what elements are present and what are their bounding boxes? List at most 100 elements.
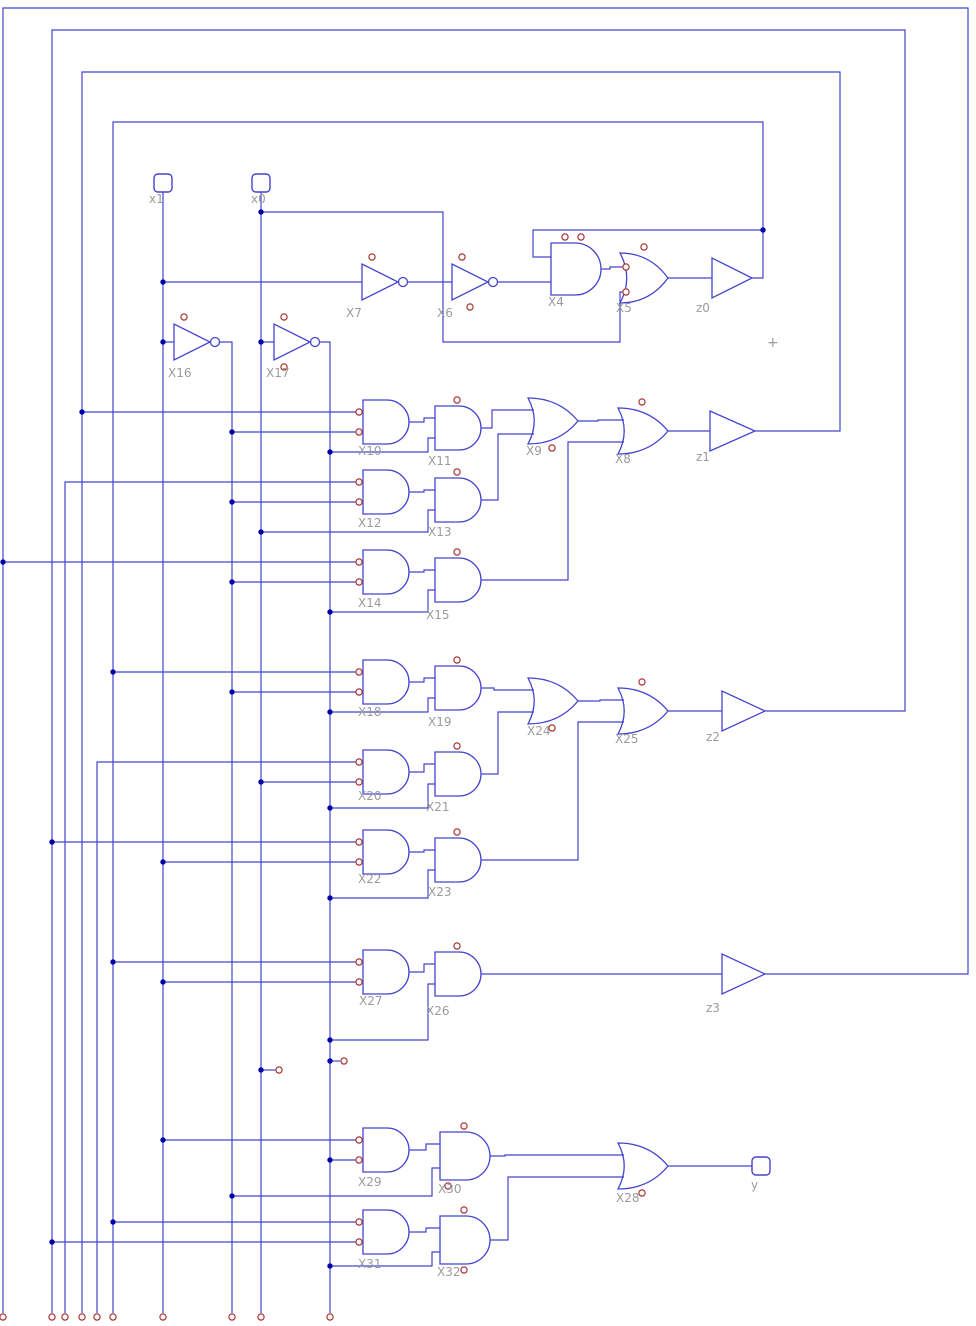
junction-dot: [160, 979, 166, 985]
label-x27: X27: [359, 994, 383, 1008]
open-terminal-icon: [340, 1057, 348, 1065]
gate-x27[interactable]: [362, 949, 410, 995]
gate-x30[interactable]: [439, 1131, 491, 1181]
gate-x5[interactable]: [618, 252, 669, 304]
junction-dot: [258, 779, 264, 785]
gate-x21[interactable]: [434, 751, 482, 797]
junction-dot: [258, 529, 264, 535]
wire: [96, 761, 363, 1313]
pin-bubble-icon: [577, 233, 585, 241]
wire: [112, 121, 764, 1313]
pin-bubble-icon: [638, 678, 646, 686]
gate-x19[interactable]: [434, 665, 482, 711]
pin-bubble-icon: [460, 1206, 468, 1214]
gate-x29[interactable]: [362, 1127, 410, 1173]
output-buffer-z0[interactable]: [711, 256, 754, 300]
open-terminal-icon: [109, 1313, 117, 1321]
gate-x25[interactable]: [616, 687, 669, 735]
wire: [330, 697, 435, 713]
junction-dot: [258, 1067, 264, 1073]
invert-bubble-icon: [309, 336, 321, 348]
gate-x28[interactable]: [616, 1142, 669, 1190]
gate-x31[interactable]: [362, 1209, 410, 1255]
pin-bubble-icon: [355, 1218, 363, 1226]
open-terminal-icon: [48, 1313, 56, 1321]
label-x6: X6: [437, 306, 453, 320]
wire: [490, 1154, 624, 1157]
label-x4: X4: [548, 295, 564, 309]
gate-x6[interactable]: [451, 262, 490, 302]
junction-dot: [110, 1219, 116, 1225]
pin-bubble-icon: [355, 428, 363, 436]
pin-bubble-icon: [280, 363, 288, 371]
gate-x10[interactable]: [362, 399, 410, 445]
open-terminal-icon: [275, 1066, 283, 1074]
junction-dot: [229, 579, 235, 585]
label-x18: X18: [358, 705, 382, 719]
junction-dot: [327, 1263, 333, 1269]
label-z0: z0: [696, 301, 710, 315]
wire: [330, 589, 435, 613]
pin-bubble-icon: [180, 313, 188, 321]
label-x5: X5: [616, 301, 632, 315]
gate-x17[interactable]: [273, 322, 312, 362]
gate-x14[interactable]: [362, 549, 410, 595]
gate-x24[interactable]: [526, 677, 579, 725]
junction-dot: [327, 709, 333, 715]
pin-bubble-icon: [355, 668, 363, 676]
label-x29: X29: [358, 1175, 382, 1189]
input-pin-x1[interactable]: [153, 173, 173, 193]
junction-dot: [327, 1058, 333, 1064]
gate-x11[interactable]: [434, 405, 482, 451]
label-x24: X24: [527, 724, 551, 738]
gate-x4[interactable]: [550, 242, 602, 296]
junction-dot: [49, 839, 55, 845]
wire: [409, 763, 435, 773]
open-terminal-icon: [228, 1313, 236, 1321]
wire: [532, 229, 763, 258]
label-x31: X31: [358, 1257, 382, 1271]
gate-x32[interactable]: [439, 1215, 491, 1265]
gate-x9[interactable]: [526, 397, 579, 445]
label-x23: X23: [428, 885, 452, 899]
junction-dot: [160, 859, 166, 865]
gate-x13[interactable]: [434, 477, 482, 523]
gate-x12[interactable]: [362, 469, 410, 515]
label-z3: z3: [706, 1001, 720, 1015]
gate-x26[interactable]: [434, 951, 482, 997]
pin-bubble-icon: [466, 303, 474, 311]
gate-x20[interactable]: [362, 749, 410, 795]
junction-dot: [760, 227, 766, 233]
gate-x8[interactable]: [616, 407, 669, 455]
pin-bubble-icon: [368, 253, 376, 261]
output-buffer-z2[interactable]: [721, 689, 767, 733]
gate-x22[interactable]: [362, 829, 410, 875]
wire: [481, 433, 534, 501]
invert-bubble-icon: [397, 276, 409, 288]
label-x9: X9: [526, 444, 542, 458]
pin-bubble-icon: [355, 558, 363, 566]
output-buffer-z1[interactable]: [709, 409, 757, 453]
open-terminal-icon: [326, 1313, 334, 1321]
gate-x18[interactable]: [362, 659, 410, 705]
open-terminal-icon: [257, 1313, 265, 1321]
gate-x16[interactable]: [173, 322, 212, 362]
pin-bubble-icon: [355, 1238, 363, 1246]
wire: [51, 29, 906, 1313]
gate-x7[interactable]: [361, 262, 400, 302]
output-pin-y[interactable]: [751, 1156, 771, 1176]
open-terminal-icon: [0, 1313, 7, 1321]
gate-x23[interactable]: [434, 837, 482, 883]
wire: [261, 509, 435, 533]
pin-bubble-icon: [460, 1122, 468, 1130]
pin-bubble-icon: [355, 958, 363, 966]
label-z2: z2: [706, 730, 720, 744]
pin-bubble-icon: [453, 742, 461, 750]
input-pin-x0[interactable]: [251, 173, 271, 193]
gate-x15[interactable]: [434, 557, 482, 603]
output-buffer-z3[interactable]: [721, 952, 767, 996]
wire: [490, 1176, 624, 1241]
wire: [2, 7, 969, 1313]
junction-dot: [327, 1157, 333, 1163]
